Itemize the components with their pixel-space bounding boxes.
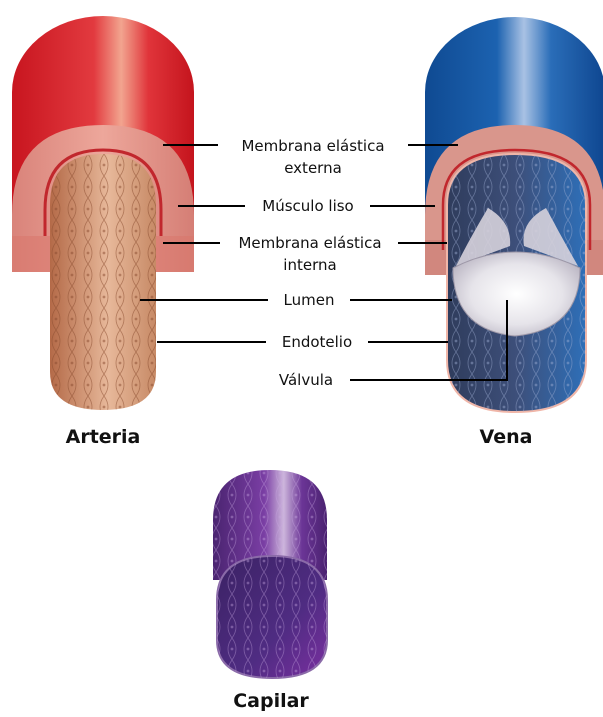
vein-illustration bbox=[425, 17, 603, 412]
caption-capillary: Capilar bbox=[233, 690, 309, 712]
caption-artery: Arteria bbox=[66, 426, 141, 448]
capillary-illustration bbox=[213, 470, 327, 678]
labels: Membrana elástica externa Músculo liso M… bbox=[238, 137, 384, 389]
label-endothelium: Endotelio bbox=[282, 333, 352, 351]
label-valve: Válvula bbox=[279, 371, 333, 389]
label-internal-elastic-line2: interna bbox=[283, 256, 336, 274]
label-internal-elastic-line1: Membrana elástica bbox=[238, 234, 381, 252]
artery-lumen-cells bbox=[50, 154, 156, 410]
label-lumen: Lumen bbox=[284, 291, 335, 309]
label-external-elastic-line1: Membrana elástica bbox=[241, 137, 384, 155]
label-smooth-muscle: Músculo liso bbox=[262, 197, 353, 215]
artery-illustration bbox=[12, 16, 194, 410]
capillary-inner-cells bbox=[217, 556, 327, 678]
caption-vein: Vena bbox=[480, 426, 533, 448]
label-external-elastic-line2: externa bbox=[284, 159, 342, 177]
